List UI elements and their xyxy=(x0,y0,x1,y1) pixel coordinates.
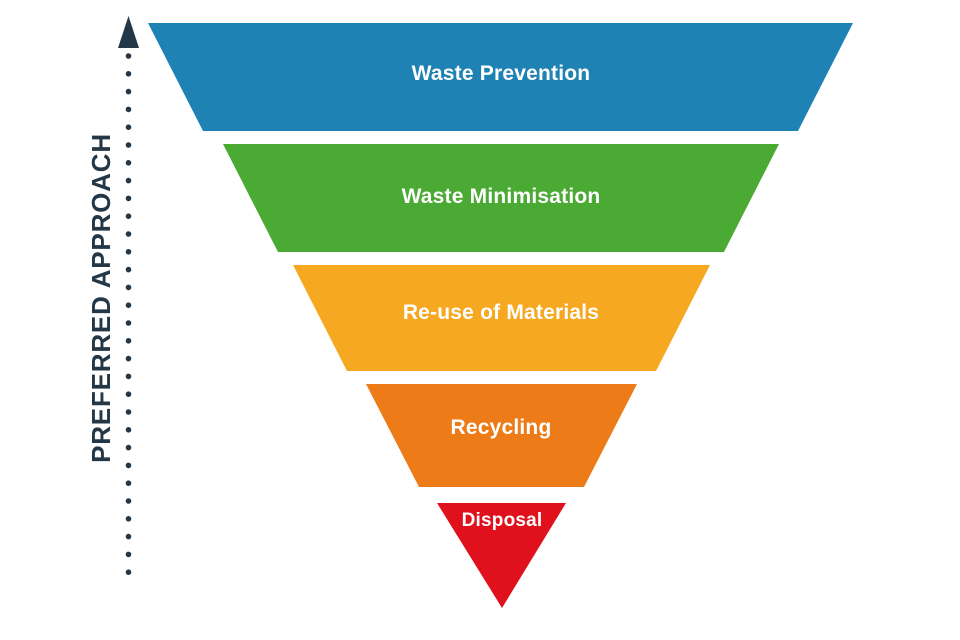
funnel-label-recycling: Recycling xyxy=(450,416,551,439)
funnel-band-recycling xyxy=(366,384,637,487)
funnel-label-waste-minimisation: Waste Minimisation xyxy=(402,185,601,208)
funnel-label-disposal: Disposal xyxy=(462,510,543,531)
funnel-band-waste-prevention xyxy=(148,23,853,131)
funnel-band-waste-minimisation xyxy=(223,144,779,252)
funnel-band-reuse-of-materials xyxy=(293,265,710,371)
funnel-band-disposal xyxy=(437,503,566,608)
funnel-label-reuse-of-materials: Re-use of Materials xyxy=(403,301,599,324)
arrow-up-icon xyxy=(118,16,139,48)
funnel-label-waste-prevention: Waste Prevention xyxy=(412,62,591,85)
preferred-approach-label: PREFERRED APPROACH xyxy=(86,133,116,463)
